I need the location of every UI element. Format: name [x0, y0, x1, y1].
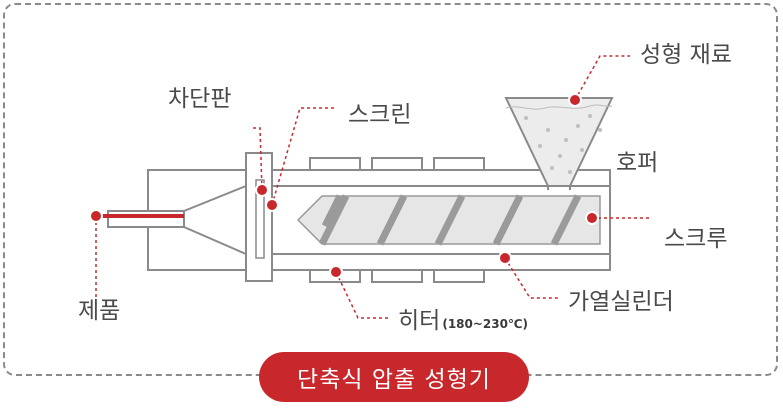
- label-hopper: 호퍼: [616, 150, 659, 176]
- heater-top-1: [309, 157, 361, 171]
- label-heater: 히터(180~230℃): [398, 310, 528, 333]
- screw-flights: [318, 194, 582, 246]
- heater-top-2: [371, 157, 423, 171]
- label-product: 제품: [78, 298, 121, 324]
- heater-bottom-3: [433, 269, 485, 283]
- label-heater-temp: (180~230℃): [442, 317, 528, 331]
- callout-markers: [89, 93, 599, 279]
- label-breaker: 차단판: [168, 86, 232, 112]
- heater-bottom-2: [371, 269, 423, 283]
- label-screen: 스크린: [348, 102, 412, 128]
- label-heater-text: 히터: [398, 308, 441, 334]
- label-barrel: 가열실린더: [568, 289, 674, 315]
- heater-top-3: [433, 157, 485, 171]
- diagram-title: 단축식 압출 성형기: [259, 352, 529, 402]
- label-screw: 스크루: [664, 226, 728, 252]
- leader-lines: [95, 55, 650, 319]
- label-material: 성형 재료: [640, 42, 732, 68]
- material-pellets: [524, 114, 602, 174]
- die-tube: [107, 210, 185, 228]
